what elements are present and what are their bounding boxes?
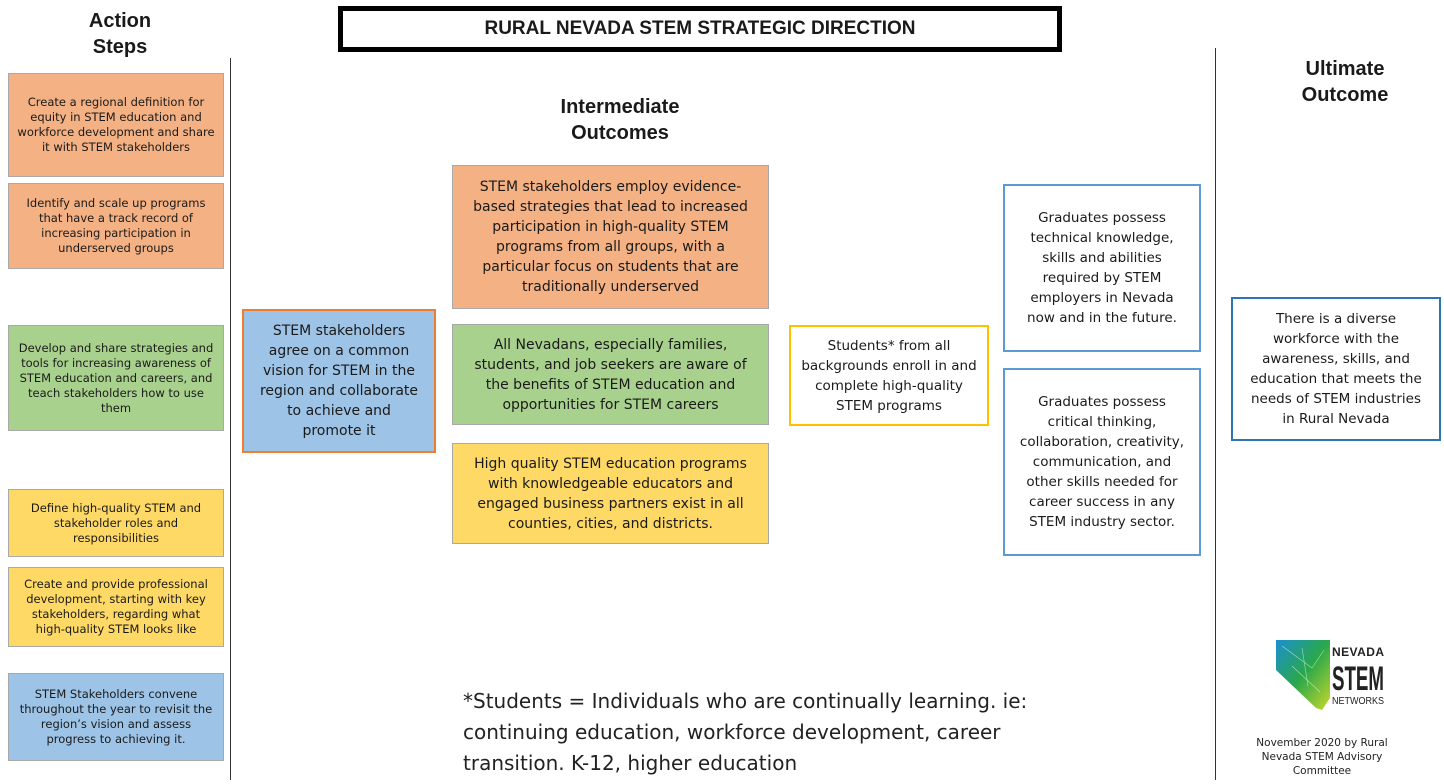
action-step-6-text: STEM Stakeholders convene throughout the… (19, 687, 213, 746)
action-step-5: Create and provide professional developm… (8, 567, 224, 647)
shared-vision-box: STEM stakeholders agree on a common visi… (242, 309, 436, 453)
action-step-3-text: Develop and share strategies and tools f… (18, 340, 214, 415)
logo-line1: NEVADA (1332, 645, 1384, 659)
shared-vision-text: STEM stakeholders agree on a common visi… (259, 323, 419, 439)
credit-text: November 2020 by Rural Nevada STEM Advis… (1256, 737, 1388, 777)
graduate-outcome-technical: Graduates possess technical knowledge, s… (1003, 184, 1201, 352)
page-title: RURAL NEVADA STEM STRATEGIC DIRECTION (338, 6, 1062, 52)
action-step-4: Define high-quality STEM and stakeholder… (8, 489, 224, 557)
action-step-3: Develop and share strategies and tools f… (8, 325, 224, 431)
action-step-1: Create a regional definition for equity … (8, 73, 224, 177)
students-box: Students* from all backgrounds enroll in… (789, 325, 989, 426)
ultimate-outcome-box: There is a diverse workforce with the aw… (1231, 297, 1441, 441)
right-divider (1215, 48, 1216, 780)
logo-line2: STEM (1332, 660, 1384, 698)
graduate-outcome-skills: Graduates possess critical thinking, col… (1003, 368, 1201, 556)
action-step-5-text: Create and provide professional developm… (24, 577, 208, 636)
action-step-2: Identify and scale up programs that have… (8, 183, 224, 269)
intermediate-outcome-1-text: STEM stakeholders employ evidence-based … (473, 179, 748, 295)
action-step-2-text: Identify and scale up programs that have… (26, 196, 206, 255)
intermediate-outcome-1: STEM stakeholders employ evidence-based … (452, 165, 769, 309)
logo-line3: NETWORKS (1332, 696, 1384, 707)
intermediate-outcome-2: All Nevadans, especially families, stude… (452, 324, 769, 425)
ultimate-outcome-text: There is a diverse workforce with the aw… (1250, 311, 1422, 427)
action-step-6: STEM Stakeholders convene throughout the… (8, 673, 224, 761)
graduate-outcome-technical-text: Graduates possess technical knowledge, s… (1027, 210, 1177, 326)
intermediate-outcome-3-text: High quality STEM education programs wit… (474, 455, 747, 532)
nevada-map-icon: NEVADA STEM NETWORKS (1276, 640, 1384, 710)
ultimate-outcome-heading: Ultimate Outcome (1301, 58, 1389, 106)
intermediate-outcome-2-text: All Nevadans, especially families, stude… (474, 336, 747, 413)
intermediate-outcomes-heading: Intermediate Outcomes (560, 96, 680, 144)
action-steps-heading: Action Steps (88, 10, 152, 58)
students-box-text: Students* from all backgrounds enroll in… (801, 337, 977, 414)
action-step-4-text: Define high-quality STEM and stakeholder… (30, 500, 202, 545)
action-step-1-text: Create a regional definition for equity … (17, 95, 215, 154)
graduate-outcome-skills-text: Graduates possess critical thinking, col… (1019, 394, 1185, 530)
students-footnote: *Students = Individuals who are continua… (463, 689, 1028, 775)
left-divider (230, 58, 231, 780)
intermediate-outcome-3: High quality STEM education programs wit… (452, 443, 769, 544)
nevada-stem-networks-logo: NEVADA STEM NETWORKS (1272, 638, 1386, 728)
